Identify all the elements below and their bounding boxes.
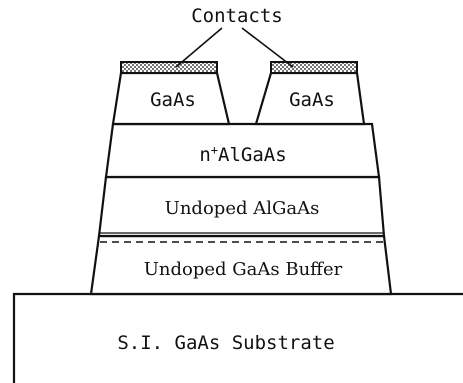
undoped-gaas-buffer-layer: Undoped GaAs Buffer (89, 234, 393, 296)
contact-pad-right (270, 61, 358, 74)
gaas-cap-right: GaAs (254, 71, 366, 126)
n-plus-algaas-label: n+AlGaAs (199, 143, 286, 166)
undoped-algaas-label: Undoped AlGaAs (165, 198, 320, 219)
contacts-label: Contacts (191, 5, 283, 27)
undoped-algaas-layer: Undoped AlGaAs (97, 175, 386, 238)
contact-pad-left (120, 61, 218, 74)
gaas-right-label: GaAs (289, 89, 335, 111)
n-plus-algaas-layer: n+AlGaAs (104, 122, 381, 179)
contacts-leader-left (175, 27, 223, 68)
undoped-gaas-buffer-label: Undoped GaAs Buffer (144, 259, 343, 280)
substrate-layer: S.I. GaAs Substrate (12, 292, 463, 383)
gaas-left-label: GaAs (150, 89, 196, 111)
substrate-label: S.I. GaAs Substrate (117, 332, 334, 354)
contacts-leader-right (241, 27, 294, 68)
gaas-cap-left: GaAs (111, 71, 231, 126)
contacts-callout: Contacts (175, 5, 294, 68)
